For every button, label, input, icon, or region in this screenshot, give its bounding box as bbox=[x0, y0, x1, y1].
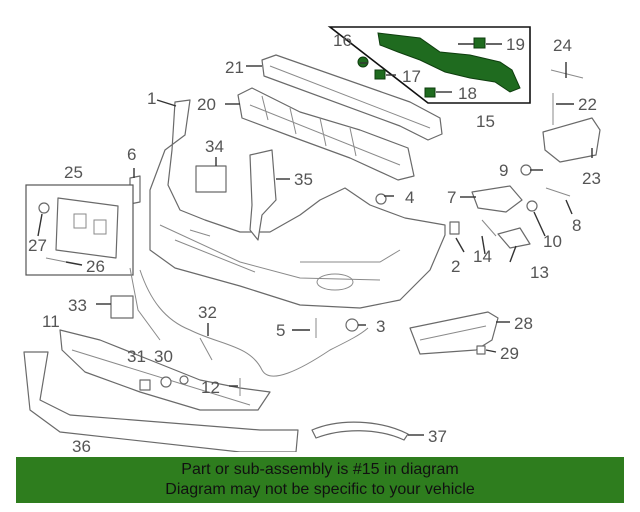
part-19-clip bbox=[473, 37, 486, 49]
callout-19[interactable]: 19 bbox=[506, 35, 525, 54]
callout-3[interactable]: 3 bbox=[376, 317, 385, 336]
part-36-trim-strip[interactable] bbox=[23, 351, 299, 452]
part-29-clip[interactable] bbox=[476, 345, 486, 355]
callout-7[interactable]: 7 bbox=[447, 188, 456, 207]
part-30-nut[interactable] bbox=[160, 376, 172, 388]
callout-28[interactable]: 28 bbox=[514, 314, 533, 333]
part-25-plate-bracket bbox=[55, 197, 119, 259]
callout-37[interactable]: 37 bbox=[428, 427, 447, 446]
callout-25[interactable]: 25 bbox=[64, 163, 83, 182]
part-info-banner: Part or sub-assembly is #15 in diagram D… bbox=[16, 457, 624, 503]
callout-numbers: 1 2 3 4 5 6 7 8 9 10 11 12 13 14 15 16 1… bbox=[28, 31, 601, 452]
callout-1[interactable]: 1 bbox=[147, 89, 156, 108]
callout-9[interactable]: 9 bbox=[499, 161, 508, 180]
part-13-bracket[interactable] bbox=[497, 227, 531, 249]
callout-34[interactable]: 34 bbox=[205, 137, 224, 156]
part-33-module[interactable] bbox=[110, 295, 134, 319]
callout-26[interactable]: 26 bbox=[86, 257, 105, 276]
callout-21[interactable]: 21 bbox=[225, 58, 244, 77]
callout-20[interactable]: 20 bbox=[197, 95, 216, 114]
part-23-bracket[interactable] bbox=[542, 117, 601, 163]
exploded-parts-diagram: 1 2 3 4 5 6 7 8 9 10 11 12 13 14 15 16 1… bbox=[23, 26, 601, 452]
callout-24[interactable]: 24 bbox=[553, 36, 572, 55]
part-32-wiring-harness[interactable] bbox=[139, 269, 369, 377]
part-10-clip[interactable] bbox=[526, 200, 538, 212]
callout-14[interactable]: 14 bbox=[473, 247, 492, 266]
callout-16[interactable]: 16 bbox=[333, 31, 352, 50]
part-4-screw[interactable] bbox=[375, 193, 387, 205]
part-16-bolt bbox=[357, 56, 369, 68]
part-1-bumper-cover[interactable] bbox=[149, 99, 446, 309]
part-37-trim[interactable] bbox=[311, 421, 409, 441]
callout-6[interactable]: 6 bbox=[127, 145, 136, 164]
callout-12[interactable]: 12 bbox=[201, 378, 220, 397]
leader-lines bbox=[37, 43, 593, 436]
callout-23[interactable]: 23 bbox=[582, 169, 601, 188]
callout-35[interactable]: 35 bbox=[294, 170, 313, 189]
callout-36[interactable]: 36 bbox=[72, 437, 91, 452]
banner-line-1: Part or sub-assembly is #15 in diagram bbox=[181, 461, 459, 478]
part-20-energy-absorber[interactable] bbox=[237, 87, 415, 181]
callout-33[interactable]: 33 bbox=[68, 296, 87, 315]
callout-13[interactable]: 13 bbox=[530, 263, 549, 282]
part-2-clip[interactable] bbox=[449, 221, 460, 235]
part-11-lower-deflector[interactable] bbox=[59, 329, 271, 411]
part-30-nut-b[interactable] bbox=[179, 375, 189, 385]
part-17-nut bbox=[374, 69, 386, 80]
callout-2[interactable]: 2 bbox=[451, 257, 460, 276]
part-9-nut[interactable] bbox=[520, 164, 532, 176]
callout-15[interactable]: 15 bbox=[476, 112, 495, 131]
part-15-bracket-shape bbox=[377, 32, 521, 93]
part-18-nut bbox=[424, 87, 436, 98]
callout-30[interactable]: 30 bbox=[154, 347, 173, 366]
part-15-inset[interactable] bbox=[327, 26, 531, 104]
callout-17[interactable]: 17 bbox=[402, 67, 421, 86]
callout-18[interactable]: 18 bbox=[458, 84, 477, 103]
callout-8[interactable]: 8 bbox=[572, 216, 581, 235]
callout-11[interactable]: 11 bbox=[42, 312, 60, 331]
part-7-bracket[interactable] bbox=[471, 185, 523, 213]
callout-29[interactable]: 29 bbox=[500, 344, 519, 363]
part-3-nut[interactable] bbox=[345, 318, 359, 332]
callout-5[interactable]: 5 bbox=[276, 321, 285, 340]
part-27-clip[interactable] bbox=[38, 202, 50, 214]
callout-27[interactable]: 27 bbox=[28, 236, 47, 255]
callout-10[interactable]: 10 bbox=[543, 232, 562, 251]
callout-31[interactable]: 31 bbox=[127, 347, 146, 366]
callout-32[interactable]: 32 bbox=[198, 303, 217, 322]
part-26-bolt[interactable] bbox=[45, 257, 67, 263]
callout-22[interactable]: 22 bbox=[578, 95, 597, 114]
part-35-bracket[interactable] bbox=[249, 149, 277, 241]
callout-4[interactable]: 4 bbox=[405, 188, 414, 207]
banner-line-2: Diagram may not be specific to your vehi… bbox=[165, 481, 475, 498]
part-31-clip[interactable] bbox=[139, 379, 151, 391]
part-34-module[interactable] bbox=[195, 165, 227, 193]
